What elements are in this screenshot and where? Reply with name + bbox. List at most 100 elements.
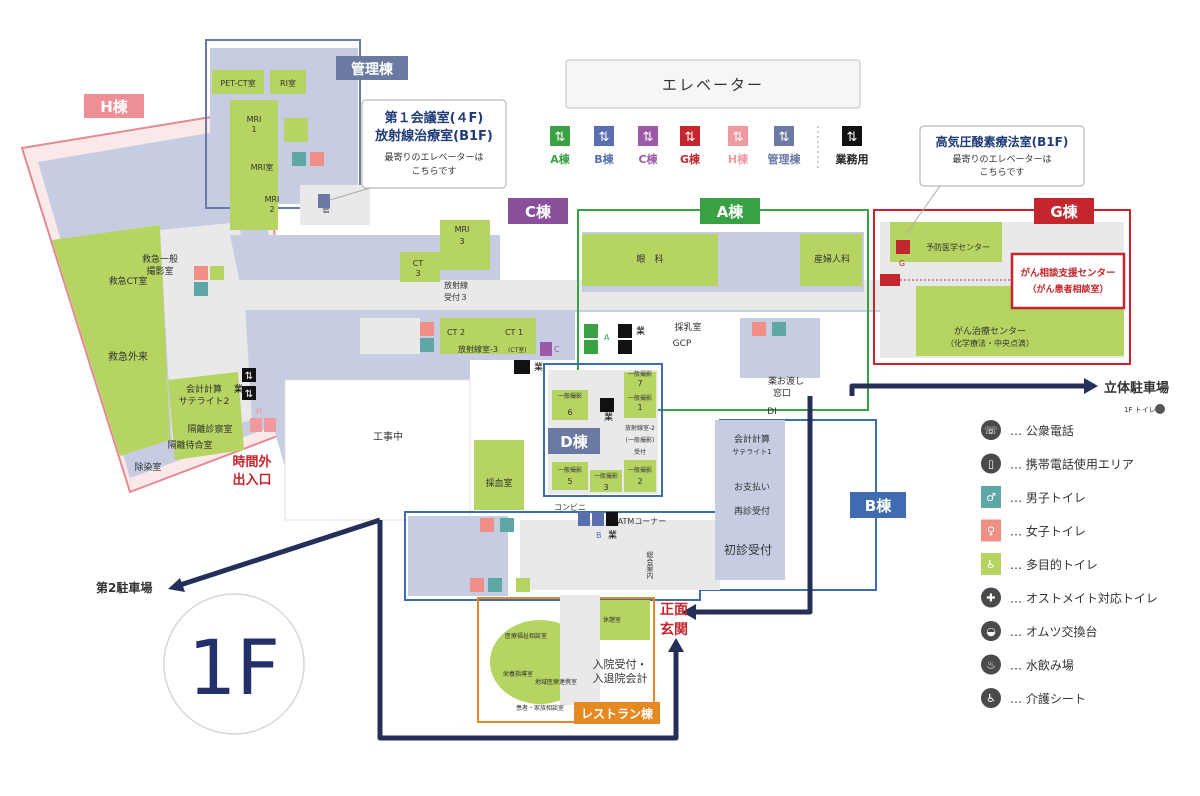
svg-text:業: 業 [234,383,243,395]
svg-text:一般撮影: 一般撮影 [628,466,652,474]
elevator-icon [550,126,570,146]
svg-text:MRI室: MRI室 [251,162,274,172]
restaurant-wing-area [477,595,655,723]
legend-label: … オストメイト対応トイレ [1010,592,1158,606]
svg-text:出入口: 出入口 [232,472,271,488]
wing-label-b: B棟 [850,492,906,518]
elevator-icon [728,126,748,146]
svg-text:1: 1 [637,403,642,412]
wing-label-d: D棟 [548,428,600,454]
legend-glyph: ♿ [986,558,996,571]
legend-label: … 公衆電話 [1010,423,1074,438]
svg-text:予防医学センター: 予防医学センター [926,242,990,252]
elevator-legend-item: ⇅C棟 [638,126,659,166]
svg-text:高気圧酸素療法室(B1F): 高気圧酸素療法室(B1F) [936,134,1069,149]
svg-text:業: 業 [608,529,617,541]
admin-callout: 第１会議室(４F) 放射線治療室(B1F) 最寄りのエレベーターは こちらです [329,99,507,201]
elevator-icon [680,126,700,146]
elevator-legend-item: ⇅業務用 [835,126,869,166]
svg-text:救急一般: 救急一般 [142,253,178,265]
wing-label-c: C棟 [508,198,568,224]
svg-text:業: 業 [604,411,613,423]
elevator-legend-label: H棟 [728,152,749,166]
svg-text:放射線: 放射線 [444,280,468,290]
svg-text:お支払い: お支払い [734,481,770,493]
svg-text:1: 1 [251,125,256,134]
d-wing-area [543,363,663,497]
legend-label: … 携帯電話使用エリア [1010,457,1134,472]
main-entrance: 正面 玄関 [660,602,688,638]
legend-label: … 女子トイレ [1010,524,1086,539]
svg-text:入退院会計: 入退院会計 [593,671,648,685]
wing-label-h: H棟 [84,94,144,118]
svg-text:CT: CT [413,259,424,268]
svg-text:こちらです: こちらです [980,167,1025,178]
drinking-fountain-icon [981,654,1001,675]
svg-text:H棟: H棟 [100,98,129,116]
svg-text:時間外: 時間外 [232,454,271,470]
accessible-toilet-icon [981,553,1001,575]
svg-text:がん相談支援センター: がん相談支援センター [1020,267,1115,279]
svg-text:一般撮影: 一般撮影 [628,370,652,378]
svg-text:コンビニ: コンビニ [554,503,586,512]
svg-text:RI室: RI室 [280,78,296,88]
elevator-legend-label: 業務用 [835,152,869,166]
svg-text:救急外来: 救急外来 [108,350,148,363]
svg-text:患者・家族相談室: 患者・家族相談室 [516,704,564,712]
svg-text:放射線室-3: 放射線室-3 [458,344,498,354]
elevator-legend-item: ⇅管理棟 [768,126,802,166]
elevator-icon [638,126,658,146]
svg-text:業: 業 [534,361,543,373]
svg-text:3: 3 [459,237,464,246]
floor-badge: 1F [163,593,305,735]
svg-text:⇅: ⇅ [245,389,253,400]
wing-label-a: A棟 [700,198,760,224]
svg-text:総合案内: 総合案内 [646,550,654,580]
legend-glyph: ☏ [984,424,998,437]
wing-label-admin: 管理棟 [336,56,408,80]
svg-text:D棟: D棟 [560,433,588,451]
svg-text:エレベーター: エレベーター [662,76,764,94]
wing-label-g: G棟 [1034,198,1094,224]
svg-text:産婦人科: 産婦人科 [814,253,850,265]
svg-text:栄養指導室: 栄養指導室 [503,670,533,678]
legend-item: ▯… 携帯電話使用エリア [981,453,1134,474]
svg-text:5: 5 [567,477,572,486]
svg-text:採血室: 採血室 [485,477,512,489]
legend-label: … 水飲み場 [1010,658,1074,673]
legend-item: ♿… 多目的トイレ [981,553,1098,575]
svg-text:(CT室): (CT室) [508,346,527,354]
svg-text:一般撮影: 一般撮影 [594,472,618,480]
svg-text:GCP: GCP [673,339,692,349]
svg-text:除染室: 除染室 [134,461,161,473]
svg-text:レストラン棟: レストラン棟 [581,706,654,721]
svg-text:B棟: B棟 [865,497,892,515]
elevator-arrows-icon: ⇅ [733,130,744,145]
care-seat-icon [981,688,1001,708]
svg-text:サテライト1: サテライト1 [732,448,771,456]
svg-text:撮影室: 撮影室 [146,265,173,277]
svg-text:第2駐車場: 第2駐車場 [96,580,152,595]
svg-text:第１会議室(４F): 第１会議室(４F) [385,110,484,126]
elevator-legend-item: ⇅ H棟 [728,126,749,166]
svg-text:がん治療センター: がん治療センター [954,325,1026,337]
svg-text:玄関: 玄関 [660,621,688,638]
svg-text:G棟: G棟 [1050,203,1078,221]
elevator-legend-label: 管理棟 [768,152,802,166]
elevator-legend: エレベーター ⇅A棟⇅B棟⇅C棟⇅G棟⇅H棟⇅管理棟⇅業務用 [550,59,869,168]
svg-text:サテライト2: サテライト2 [179,396,230,407]
map-elevators: ⇅ ⇅ 業 H C 業 A 業 業 B 業 G [234,194,910,541]
legend-item: ☏ … 公衆電話 [981,420,1074,440]
svg-text:PET-CT室: PET-CT室 [220,78,255,88]
svg-text:窓口: 窓口 [773,387,791,399]
elevator-legend-label: C棟 [638,152,658,166]
svg-text:（がん患者相談室）: （がん患者相談室） [1027,283,1108,295]
mobile-phone-area-icon [981,453,1001,474]
svg-text:2: 2 [269,205,274,214]
svg-text:3: 3 [603,483,608,492]
svg-text:入院受付・: 入院受付・ [593,657,648,671]
a-wing-area [577,209,869,411]
cancer-consult-center: がん相談支援センター （がん患者相談室） [880,252,1126,310]
legend-glyph: ✚ [986,592,995,605]
legend-item: ✚ … オストメイト対応トイレ [981,587,1158,608]
